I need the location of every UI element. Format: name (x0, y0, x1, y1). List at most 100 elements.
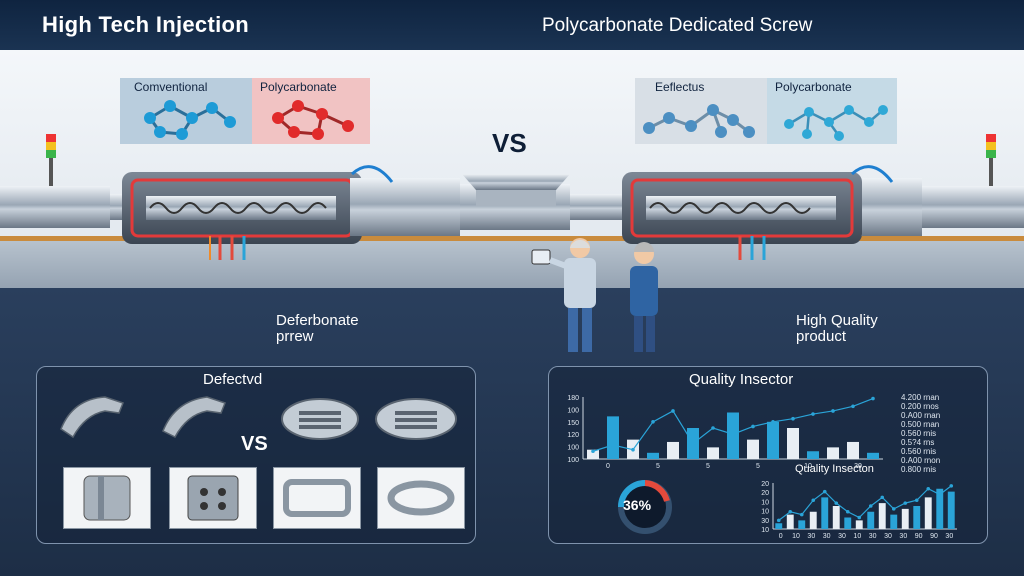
chart-bar (707, 447, 719, 459)
chart-bar (924, 497, 932, 529)
chart-bar (807, 451, 819, 459)
vs-label-top: VS (492, 128, 527, 158)
chart-x-tick: 30 (823, 533, 831, 539)
chart-bar (913, 506, 921, 529)
chart-point (857, 515, 862, 520)
chart-bar (767, 421, 779, 459)
chart-x-tick: 5 (656, 463, 660, 470)
ring-part-icon (387, 480, 455, 516)
chart-point (926, 486, 931, 491)
part-tile-cylinder (63, 467, 151, 529)
quality-panel-title: Quality Insector (689, 371, 794, 388)
chart-point (831, 409, 835, 413)
gauge-value: 36% (623, 497, 652, 513)
chart-point (914, 498, 919, 503)
chart-point (651, 420, 655, 424)
chart-y-tick: 10 (761, 499, 769, 506)
molecule-cyan-icon (784, 105, 888, 141)
chart-x-tick: 10 (792, 533, 800, 539)
legend-entry: 0.500 rnan (901, 420, 940, 429)
chart-point (611, 443, 615, 447)
annotation-left-line1: Deferbonate (276, 312, 359, 329)
chart-bar (798, 520, 806, 529)
chart-bar (867, 511, 875, 529)
chart-y-tick: 10 (761, 527, 769, 534)
chart2-title: Quality Insecton (795, 463, 874, 475)
chart-bar (901, 508, 909, 529)
defective-bracket-part-1 (60, 396, 124, 439)
chart-point (788, 509, 793, 514)
chart-point (731, 432, 735, 436)
chart-point (711, 426, 715, 430)
chart-x-tick: 5 (706, 463, 710, 470)
page-title: High Tech Injection (42, 12, 249, 37)
chart-x-tick: 10 (804, 463, 812, 470)
chart-point (671, 409, 675, 413)
chart-y-tick: 100 (567, 407, 579, 414)
legend-entry: 0.560 rnis (901, 429, 937, 438)
defect-panel-title: Defectvd (203, 371, 263, 388)
legend-entry: 0.800 rnis (901, 465, 937, 474)
chart-point (845, 509, 850, 514)
signal-tower-right (986, 134, 996, 192)
vs-label-parts: VS (241, 433, 268, 455)
chart-point (868, 504, 873, 508)
defective-bracket-part-2 (162, 396, 226, 438)
defect-panel: Defectvd VS (36, 366, 476, 544)
molecule-box-polycarbonate-left: Polycarbonate (252, 78, 370, 144)
injection-machine-illustration (0, 165, 1024, 260)
chart-bar (855, 520, 863, 529)
chart-bar (832, 506, 840, 529)
legend-entry: 0.A00 rnan (901, 411, 941, 420)
chart-point (591, 449, 595, 454)
factory-floor (0, 238, 1024, 288)
chart-bar (786, 514, 794, 529)
chart-bar (607, 416, 619, 459)
chart-point (851, 404, 855, 409)
tray-part-2 (375, 398, 457, 440)
chart-bar (747, 439, 759, 459)
chart-y-tick: 120 (567, 432, 579, 439)
annotation-right-line2: product (796, 328, 847, 345)
quality-gauge (618, 480, 672, 534)
floor-stripe (0, 236, 1024, 241)
chart-bar (647, 452, 659, 459)
chart-x-tick: 30 (884, 533, 892, 539)
chart-y-tick: 100 (567, 445, 579, 452)
chart-x-tick: 30 (899, 533, 907, 539)
chart-point (771, 420, 775, 424)
chart-bar (667, 441, 679, 459)
legend-entry: 0.5?4 rns (901, 438, 935, 447)
chart-bar (936, 488, 944, 529)
chart-bar (827, 447, 839, 459)
header-bar (0, 0, 1024, 50)
molecule-label-polycarbonate-right: Polycarbonate (775, 80, 852, 94)
chart-x-tick: 10 (853, 533, 861, 539)
molecule-grey-blue-icon (643, 104, 755, 138)
part-tile-block (169, 467, 257, 529)
chart-point (891, 507, 896, 511)
chart-point (949, 484, 954, 488)
chart-bar (878, 503, 886, 529)
part-tile-frame (273, 467, 361, 529)
chart-point (811, 498, 816, 503)
chart-bar (867, 452, 879, 459)
chart-y-tick: 100 (567, 457, 579, 464)
annotation-left-line2: prrew (276, 328, 314, 345)
chart-point (871, 396, 875, 401)
chart-y-tick: 20 (761, 481, 769, 488)
engineers-illustration (531, 238, 658, 352)
chart-y-tick: 30 (761, 518, 769, 525)
chart-x-tick: 30 (838, 533, 846, 539)
legend-entry: 4.200 rnan (901, 393, 940, 402)
chart-x-tick: 0 (606, 463, 610, 470)
chart-x-tick: 30 (807, 533, 815, 539)
chart-point (903, 501, 908, 505)
page-subtitle: Polycarbonate Dedicated Screw (542, 15, 813, 36)
legend-entry: 0.A00 rnon (901, 456, 941, 465)
chart-x-tick: 90 (915, 533, 923, 539)
